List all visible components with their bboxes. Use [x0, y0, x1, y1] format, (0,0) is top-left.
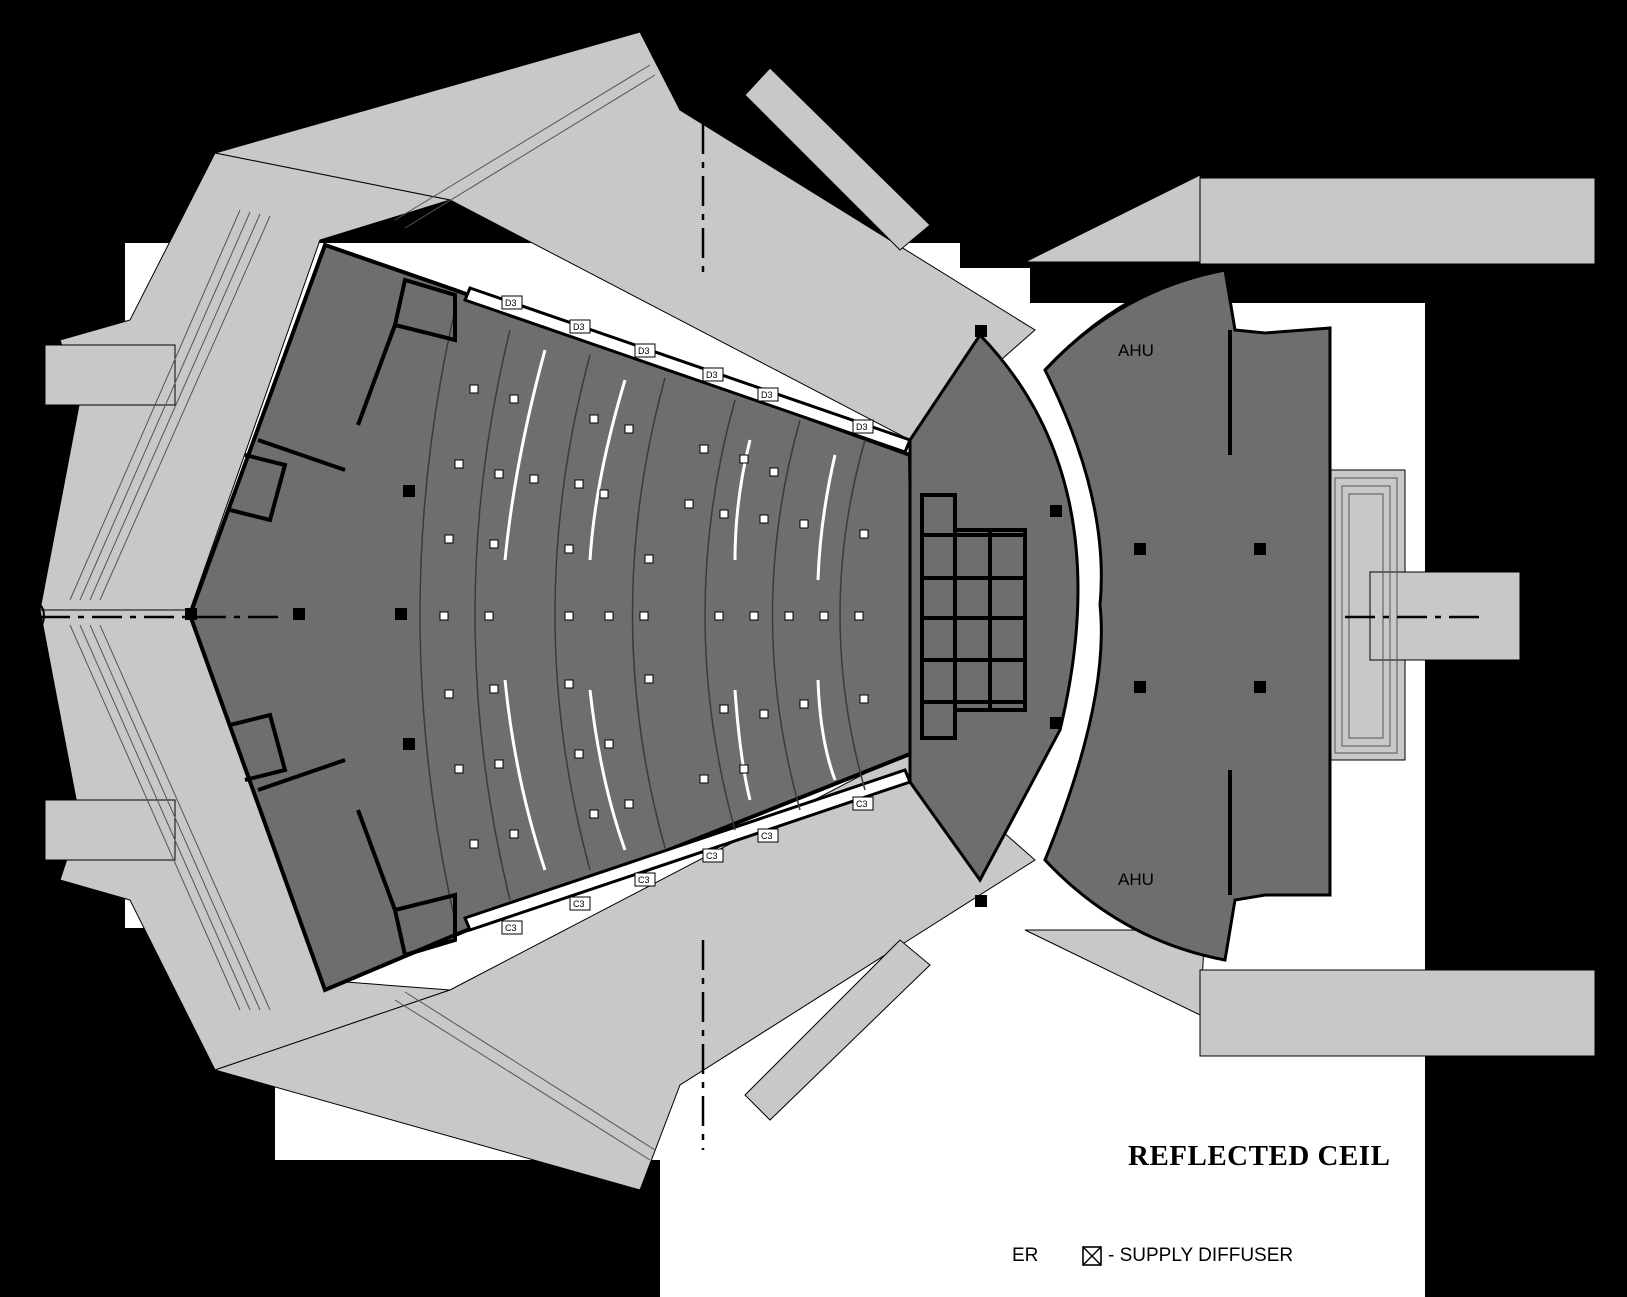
corridor-tag-labels: D3 D3 D3 D3 D3 D3 C3 C3 C3 C3 C3 C3 — [505, 298, 868, 933]
tag-top-1: D3 — [505, 298, 517, 308]
legend-supply-diffuser: - SUPPLY DIFFUSER — [1108, 1245, 1294, 1266]
supply-diffuser-icon — [1082, 1246, 1102, 1266]
tag-bottom-4: C3 — [706, 851, 718, 861]
tag-bottom-6: C3 — [856, 799, 868, 809]
interior-walls — [229, 277, 1232, 958]
drawing-title: REFLECTED CEIL — [1128, 1140, 1391, 1172]
tag-bottom-3: C3 — [638, 875, 650, 885]
terrace-wings — [39, 31, 1596, 1191]
legend-left-fragment: ER — [1012, 1245, 1039, 1266]
tag-bottom-2: C3 — [573, 899, 585, 909]
tag-top-3: D3 — [638, 346, 650, 356]
light-strips — [503, 349, 837, 871]
tag-top-5: D3 — [761, 390, 773, 400]
seating-arcs — [419, 309, 866, 921]
diffusers — [439, 384, 869, 849]
corridor-tags — [501, 295, 874, 935]
tag-bottom-5: C3 — [761, 831, 773, 841]
tag-top-2: D3 — [573, 322, 585, 332]
tag-top-6: D3 — [856, 422, 868, 432]
room-label-ahu-bottom: AHU — [1118, 870, 1154, 889]
stage-grid — [920, 493, 1027, 740]
tag-top-4: D3 — [706, 370, 718, 380]
section-markers — [34, 589, 1611, 631]
room-label-ahu-top: AHU — [1118, 341, 1154, 360]
columns — [185, 325, 1266, 907]
terrace-steps — [69, 64, 1398, 1161]
tag-bottom-1: C3 — [505, 923, 517, 933]
centerlines — [40, 20, 1480, 1150]
